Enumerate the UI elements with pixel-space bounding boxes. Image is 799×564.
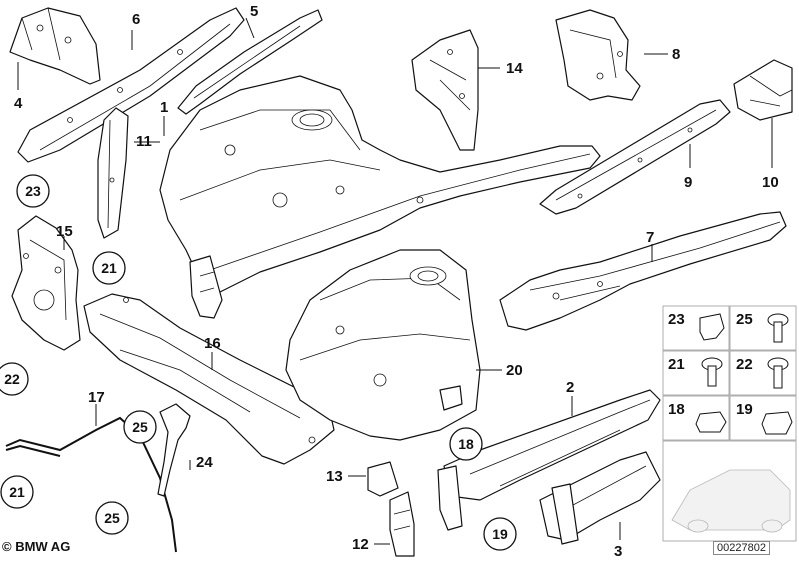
label-part-16: 16 [204,335,221,352]
label-part-24: 24 [196,454,213,471]
grid-label-21: 21 [668,356,685,373]
part-7-shape [499,211,787,331]
grid-label-22: 22 [736,356,753,373]
grid-label-25: 25 [736,311,753,328]
label-part-8: 8 [672,46,680,63]
part-20-shape [285,249,502,441]
label-part-17: 17 [88,389,105,406]
part-4-shape [9,7,101,90]
copyright-brand: © BMW AG [2,539,71,554]
part-24-shape [157,403,191,497]
part-6-shape [17,7,245,163]
part-16-shape [83,293,335,465]
label-part-10: 10 [762,174,779,191]
part-8-shape [555,9,668,101]
label-part-2: 2 [566,379,574,396]
part-3-shape [539,451,661,545]
callout-22: 22 [0,362,29,396]
callout-23: 23 [16,174,50,208]
callout-25-upper: 25 [123,410,157,444]
callout-23-text: 23 [25,183,41,199]
label-part-11: 11 [136,133,152,150]
part-9-shape [539,99,731,215]
grid-label-23: 23 [668,311,685,328]
part-15-shape [11,215,81,351]
part-14-shape [411,29,500,151]
label-part-12: 12 [352,536,369,553]
grid-label-19: 19 [736,401,753,418]
label-part-6: 6 [132,11,140,28]
label-part-9: 9 [684,174,692,191]
hardware-grid [662,305,797,542]
part-17-shape [5,404,177,553]
part-12-shape [374,491,415,557]
grid-label-18: 18 [668,401,685,418]
part-5-shape [177,9,323,115]
label-part-20: 20 [506,362,523,379]
label-part-1: 1 [160,99,168,116]
diagram-code: 00227802 [713,541,770,555]
callout-22-text: 22 [4,371,20,387]
callout-25-upper-text: 25 [132,419,148,435]
callout-21-upper: 21 [92,251,126,285]
callout-19-text: 19 [492,526,508,542]
callout-19: 19 [483,517,517,551]
part-1-shape [159,75,601,319]
callout-25-lower-text: 25 [104,510,120,526]
part-11-shape [97,107,160,239]
label-part-7: 7 [646,229,654,246]
part-2-shape [437,389,661,531]
callout-21-lower-text: 21 [9,484,25,500]
callout-21-upper-text: 21 [101,260,117,276]
callout-25-lower: 25 [95,501,129,535]
label-part-4: 4 [14,95,23,112]
label-part-15: 15 [56,223,73,240]
label-part-14: 14 [506,60,523,77]
part-10-shape [733,59,793,168]
label-part-5: 5 [250,3,258,20]
label-part-3: 3 [614,543,622,559]
label-part-13: 13 [326,468,343,485]
callout-18-text: 18 [458,436,474,452]
callout-18: 18 [449,427,483,461]
callout-21-lower: 21 [0,475,34,509]
part-13-shape [348,461,399,497]
